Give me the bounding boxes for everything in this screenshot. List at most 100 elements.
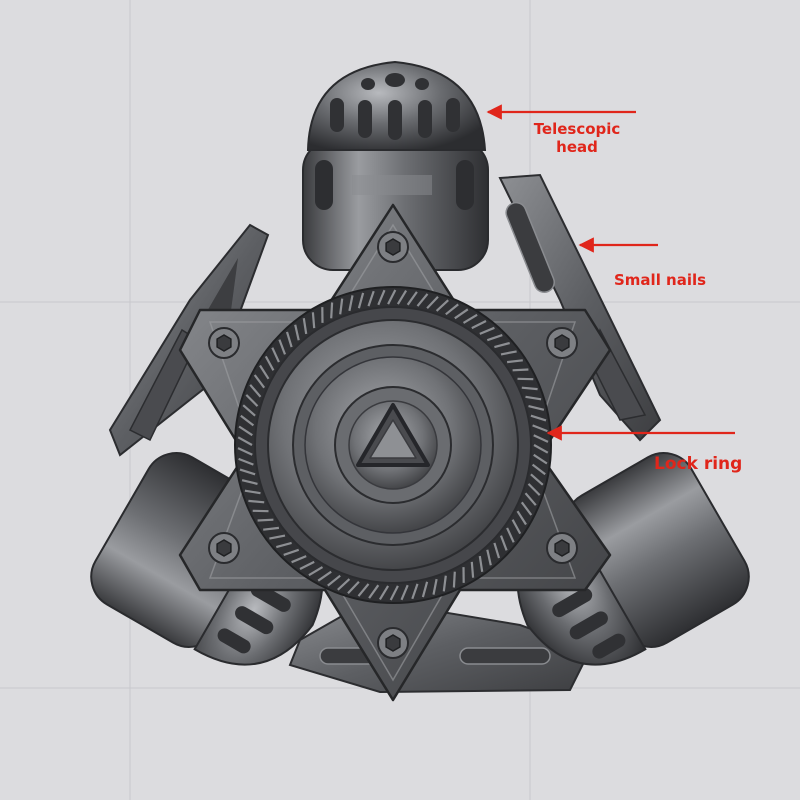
nail-screw	[546, 532, 578, 564]
lock-ring-tooth	[471, 320, 487, 330]
lock-ring-tooth	[500, 350, 517, 356]
lock-ring-tooth	[244, 489, 261, 495]
lock-ring-tooth	[411, 583, 419, 600]
lock-ring-tooth	[311, 312, 316, 329]
lock-ring-tooth	[530, 473, 544, 486]
lock-ring-tooth	[249, 384, 262, 398]
lock-ring-tooth	[241, 479, 258, 485]
lock-ring-tooth	[237, 447, 253, 456]
lock-ring-tooth	[435, 299, 449, 312]
lock-ring-tooth	[527, 483, 541, 496]
lock-ring-tooth	[357, 292, 365, 309]
lock-ring-tooth	[454, 308, 469, 320]
lock-ring-tooth	[533, 444, 549, 454]
lock-ring-tooth	[240, 414, 255, 427]
lock-ring-tooth	[426, 295, 439, 309]
lock-ring-tooth	[442, 575, 447, 592]
lock-ring-tooth	[387, 289, 397, 305]
annotation-arrows	[486, 104, 735, 441]
lock-ring-tooth	[294, 324, 300, 341]
lock-ring-tooth	[416, 293, 429, 307]
lock-ring-tooth	[271, 347, 280, 363]
lock-ring-tooth	[299, 560, 315, 570]
lock-ring-tooth	[339, 298, 344, 315]
lock-ring-tooth	[421, 581, 429, 598]
lock-ring-tooth	[512, 368, 529, 372]
nail-screw	[208, 532, 240, 564]
lock-ring-tooth	[521, 386, 538, 391]
lock-ring-tooth	[368, 584, 380, 599]
lock-ring-tooth	[238, 425, 253, 437]
lock-ring-tooth	[516, 510, 527, 526]
lock-ring-tooth	[357, 583, 370, 597]
lock-ring-tooth	[337, 578, 351, 591]
lock-ring-tooth	[389, 585, 399, 601]
lock-ring-label: Lock ring	[654, 454, 743, 474]
small-nails-label: Small nails	[614, 271, 707, 289]
lock-ring-tooth	[533, 453, 548, 465]
center-cap	[267, 319, 519, 571]
lock-ring-tooth	[406, 291, 418, 306]
lock-ring-tooth	[330, 302, 334, 319]
nail-screw	[208, 327, 240, 359]
lock-ring-tooth	[528, 405, 545, 411]
lock-ring-tooth	[506, 359, 523, 364]
lock-ring-tooth	[263, 526, 280, 531]
lock-ring-tooth	[378, 585, 390, 600]
telescopic-head-label: Telescopic head	[522, 120, 632, 156]
lock-ring-tooth	[367, 290, 375, 307]
telescopic-head-top	[302, 60, 489, 271]
lock-ring-tooth	[524, 492, 537, 506]
small-nails	[208, 231, 578, 659]
lock-ring-tooth	[486, 549, 492, 566]
lock-ring-tooth	[486, 334, 503, 342]
lock-ring-tooth	[470, 561, 475, 578]
lock-ring-tooth	[285, 331, 293, 348]
lock-ring-tooth	[264, 355, 275, 371]
lock-ring-tooth	[532, 424, 548, 433]
lock-ring-tooth	[317, 570, 332, 582]
lock-ring-tooth	[302, 318, 308, 335]
lock-ring-tooth	[525, 395, 542, 401]
nail-screw	[377, 231, 409, 263]
lock-ring-tooth	[531, 463, 546, 476]
telescopic-head-label-line1: Telescopic	[533, 120, 621, 138]
lock-ring-tooth	[479, 326, 495, 335]
lock-ring-tooth	[511, 519, 522, 535]
lock-ring-tooth	[283, 548, 300, 556]
nail-screw	[546, 327, 578, 359]
lock-ring-tooth	[499, 535, 508, 551]
lock-ring-tooth	[462, 313, 478, 324]
lock-ring-tooth	[400, 584, 409, 601]
lock-ring-tooth	[278, 339, 287, 355]
lock-ring-tooth	[269, 534, 286, 540]
lock-ring-tooth	[520, 501, 533, 516]
lock-ring-tooth	[530, 414, 547, 422]
lock-ring-tooth	[478, 555, 484, 572]
lock-ring-tooth	[432, 578, 438, 595]
telescopic-head-label-line2: head	[556, 138, 598, 156]
nail-screw	[377, 627, 409, 659]
lock-ring-tooth	[348, 295, 354, 312]
lock-ring-tooth	[493, 542, 501, 559]
lock-ring-tooth	[276, 541, 292, 549]
lock-ring-tooth	[533, 434, 549, 443]
lock-ring-tooth	[308, 566, 324, 577]
lock-ring-tooth	[327, 574, 341, 587]
lock-ring-tooth	[506, 527, 515, 543]
lock-ring-tooth	[445, 303, 459, 316]
lock-ring-tooth	[257, 518, 274, 522]
lock-ring-tooth	[259, 364, 270, 380]
lock-ring-tooth	[242, 404, 256, 417]
lock-ring-tooth	[253, 374, 266, 389]
lock-ring-tooth	[237, 436, 253, 446]
lock-ring-tooth	[377, 289, 386, 306]
lock-ring-tooth	[291, 555, 307, 564]
lock-ring-tooth	[245, 394, 259, 407]
lock-ring-tooth	[396, 290, 408, 305]
lock-ring-tooth	[239, 468, 256, 476]
lock-ring-tooth	[248, 499, 265, 504]
lock-ring-tooth	[494, 341, 510, 349]
lock-ring-tooth	[347, 581, 360, 595]
